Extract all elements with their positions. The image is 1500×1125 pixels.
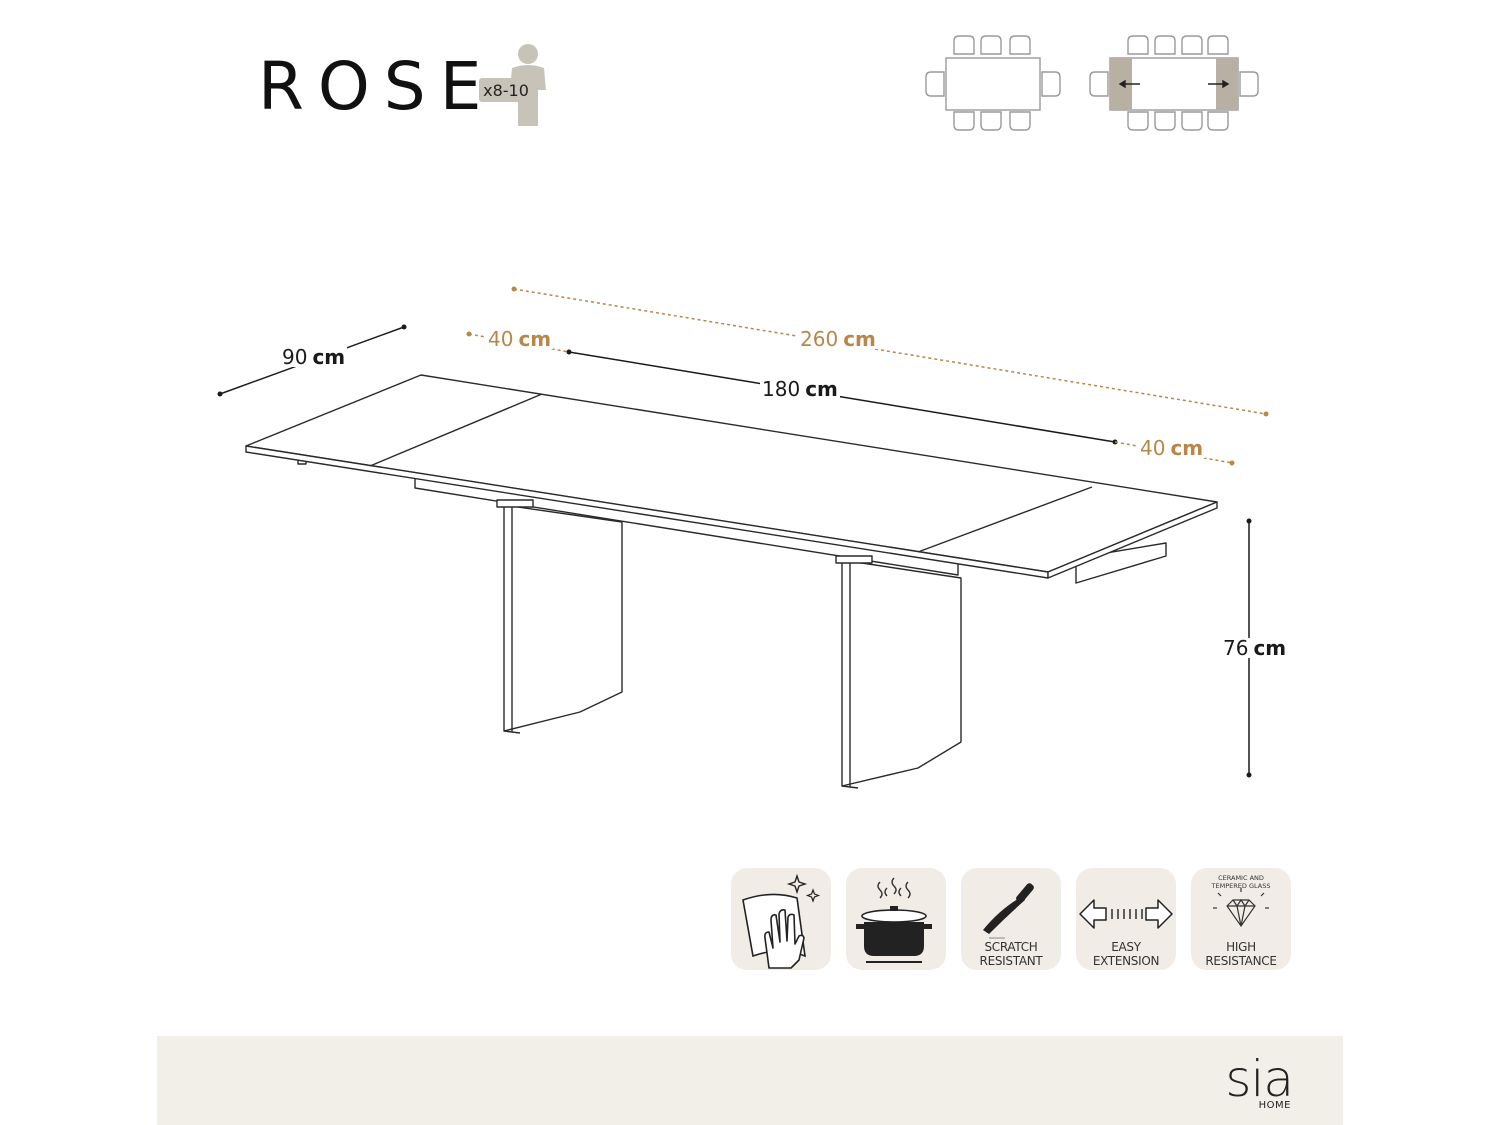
left-leg xyxy=(503,504,623,732)
right-leg xyxy=(841,559,962,787)
product-title: ROSE xyxy=(258,48,496,125)
left-extension-seam xyxy=(369,393,543,467)
knife-icon xyxy=(983,883,1034,939)
extension-arrows-icon xyxy=(1079,899,1173,929)
footer-bar: sia HOME xyxy=(157,1036,1343,1125)
extension-rail xyxy=(1075,542,1167,584)
table-diagram xyxy=(217,286,1269,789)
feature-wipe-clean xyxy=(731,868,831,970)
right-extension-seam xyxy=(917,486,1093,553)
right-extension-dimension-line xyxy=(1114,441,1233,464)
brand-logo: sia xyxy=(1225,1050,1294,1108)
seating-layout-icons xyxy=(925,35,1259,131)
wipe-clean-icon xyxy=(742,873,821,969)
brand-subtitle: HOME xyxy=(1258,1100,1291,1111)
feature-heat-resistant xyxy=(846,868,946,970)
closed-length-dimension-line xyxy=(568,351,1116,443)
table-drawing xyxy=(245,374,1218,789)
hot-pot-icon xyxy=(856,877,932,963)
diamond-icon xyxy=(1213,888,1269,928)
extended-length-dimension-line xyxy=(513,288,1267,415)
capacity-label: x8-10 xyxy=(483,81,529,100)
closed-table-icon xyxy=(925,35,1061,131)
person-capacity-icon: x8-10 xyxy=(479,44,546,126)
